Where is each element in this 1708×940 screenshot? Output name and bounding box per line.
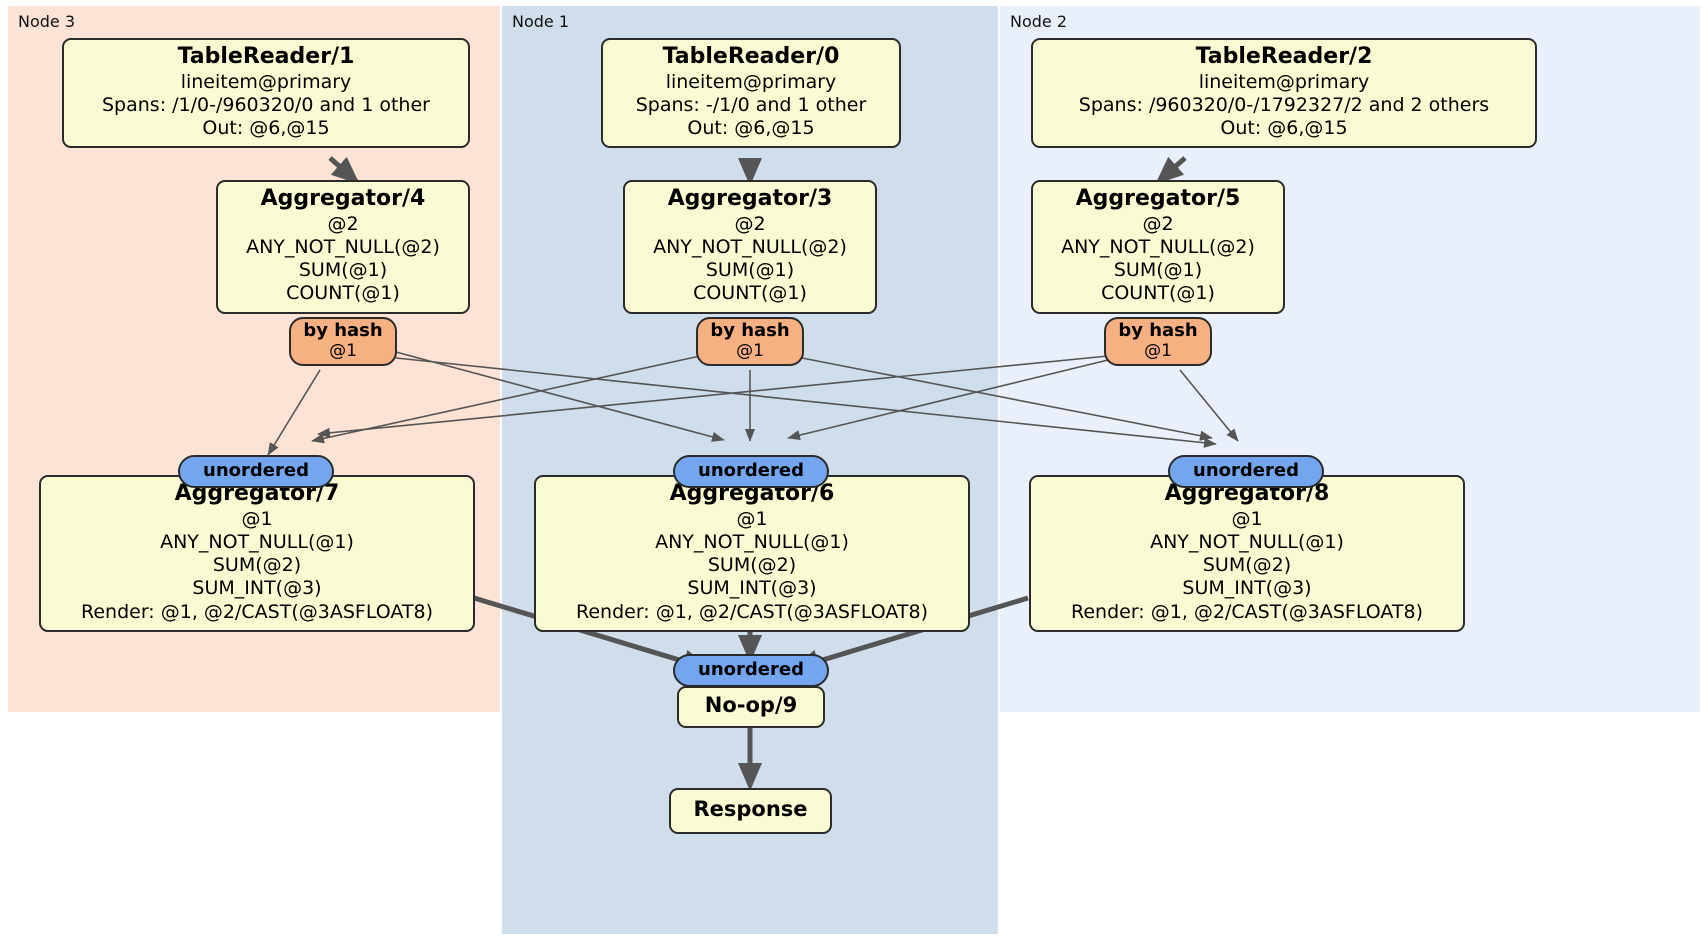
processor-detail-line: SUM_INT(@3) xyxy=(1182,577,1312,600)
processor-detail-line: lineitem@primary xyxy=(665,70,837,93)
router-by-hash-node-3[interactable]: by hash @1 xyxy=(289,317,397,367)
processor-aggregator-7[interactable]: Aggregator/7 @1 ANY_NOT_NULL(@1) SUM(@2)… xyxy=(39,475,475,632)
processor-detail-line: Render: @1, @2/CAST(@3ASFLOAT8) xyxy=(1071,600,1423,623)
processor-detail-line: Spans: /1/0-/960320/0 and 1 other xyxy=(102,94,430,116)
processor-detail-line: SUM_INT(@3) xyxy=(192,577,322,600)
processor-detail-line: Render: @1, @2/CAST(@3ASFLOAT8) xyxy=(81,600,433,623)
processor-detail-line: Out: @6,@15 xyxy=(687,117,815,140)
processor-aggregator-8[interactable]: Aggregator/8 @1 ANY_NOT_NULL(@1) SUM(@2)… xyxy=(1029,475,1465,632)
processor-detail-line: SUM(@1) xyxy=(1113,259,1203,282)
processor-title: TableReader/1 xyxy=(177,44,355,69)
processor-detail-line: @2 xyxy=(327,212,359,235)
processor-detail-line: Out: @6,@15 xyxy=(202,117,330,140)
processor-title: Aggregator/3 xyxy=(667,186,833,211)
router-by-hash-node-2[interactable]: by hash @1 xyxy=(1104,317,1212,367)
processor-aggregator-6[interactable]: Aggregator/6 @1 ANY_NOT_NULL(@1) SUM(@2)… xyxy=(534,475,970,632)
processor-detail-line: SUM(@2) xyxy=(707,554,797,577)
processor-table-reader-2[interactable]: TableReader/2 lineitem@primary Spans: /9… xyxy=(1031,38,1537,149)
processor-detail-line: ANY_NOT_NULL(@1) xyxy=(655,531,849,553)
processor-detail-line: Out: @6,@15 xyxy=(1220,117,1348,140)
processor-title: Aggregator/4 xyxy=(260,186,426,211)
router-column: @1 xyxy=(736,340,764,361)
processor-aggregator-4[interactable]: Aggregator/4 @2 ANY_NOT_NULL(@2) SUM(@1)… xyxy=(216,180,470,314)
processor-detail-line: ANY_NOT_NULL(@2) xyxy=(1061,236,1255,258)
synchronizer-label: unordered xyxy=(698,659,804,680)
processor-detail-line: @1 xyxy=(736,507,768,530)
synchronizer-label: unordered xyxy=(203,460,309,481)
processor-detail-line: COUNT(@1) xyxy=(286,282,400,305)
synchronizer-unordered-final[interactable]: unordered xyxy=(673,654,829,687)
processor-detail-line: ANY_NOT_NULL(@1) xyxy=(1150,531,1344,553)
router-label: by hash xyxy=(1118,320,1198,341)
processor-detail-line: @2 xyxy=(1142,212,1174,235)
processor-detail-line: SUM(@1) xyxy=(705,259,795,282)
router-by-hash-node-1[interactable]: by hash @1 xyxy=(696,317,804,367)
panel-node-3-label: Node 3 xyxy=(18,12,76,31)
processor-detail-line: lineitem@primary xyxy=(180,70,352,93)
synchronizer-unordered-node-2[interactable]: unordered xyxy=(1168,455,1324,488)
processor-title: TableReader/0 xyxy=(662,44,840,69)
processor-detail-line: COUNT(@1) xyxy=(693,282,807,305)
panel-node-1-label: Node 1 xyxy=(512,12,570,31)
processor-aggregator-3[interactable]: Aggregator/3 @2 ANY_NOT_NULL(@2) SUM(@1)… xyxy=(623,180,877,314)
processor-detail-line: SUM(@2) xyxy=(1202,554,1292,577)
router-column: @1 xyxy=(329,340,357,361)
processor-detail-line: SUM_INT(@3) xyxy=(687,577,817,600)
processor-detail-line: Spans: -/1/0 and 1 other xyxy=(635,94,867,116)
processor-table-reader-1[interactable]: TableReader/1 lineitem@primary Spans: /1… xyxy=(62,38,470,149)
processor-detail-line: ANY_NOT_NULL(@2) xyxy=(653,236,847,258)
synchronizer-unordered-node-1[interactable]: unordered xyxy=(673,455,829,488)
processor-title: Aggregator/5 xyxy=(1075,186,1241,211)
processor-detail-line: COUNT(@1) xyxy=(1101,282,1215,305)
synchronizer-label: unordered xyxy=(698,460,804,481)
processor-noop-9[interactable]: No-op/9 xyxy=(677,686,825,728)
processor-title: No-op/9 xyxy=(704,693,798,717)
router-label: by hash xyxy=(303,320,383,341)
processor-detail-line: SUM(@1) xyxy=(298,259,388,282)
processor-detail-line: ANY_NOT_NULL(@1) xyxy=(160,531,354,553)
router-column: @1 xyxy=(1144,340,1172,361)
processor-aggregator-5[interactable]: Aggregator/5 @2 ANY_NOT_NULL(@2) SUM(@1)… xyxy=(1031,180,1285,314)
processor-detail-line: @1 xyxy=(241,507,273,530)
processor-detail-line: Render: @1, @2/CAST(@3ASFLOAT8) xyxy=(576,600,928,623)
processor-response[interactable]: Response xyxy=(669,788,832,834)
processor-detail-line: ANY_NOT_NULL(@2) xyxy=(246,236,440,258)
processor-detail-line: @2 xyxy=(734,212,766,235)
processor-detail-line: SUM(@2) xyxy=(212,554,302,577)
processor-title: Response xyxy=(693,797,808,821)
processor-table-reader-0[interactable]: TableReader/0 lineitem@primary Spans: -/… xyxy=(601,38,901,149)
processor-detail-line: lineitem@primary xyxy=(1198,70,1370,93)
synchronizer-label: unordered xyxy=(1193,460,1299,481)
processor-detail-line: @1 xyxy=(1231,507,1263,530)
panel-node-2-label: Node 2 xyxy=(1010,12,1068,31)
processor-detail-line: Spans: /960320/0-/1792327/2 and 2 others xyxy=(1078,94,1490,116)
processor-title: TableReader/2 xyxy=(1195,44,1373,69)
router-label: by hash xyxy=(710,320,790,341)
synchronizer-unordered-node-3[interactable]: unordered xyxy=(178,455,334,488)
